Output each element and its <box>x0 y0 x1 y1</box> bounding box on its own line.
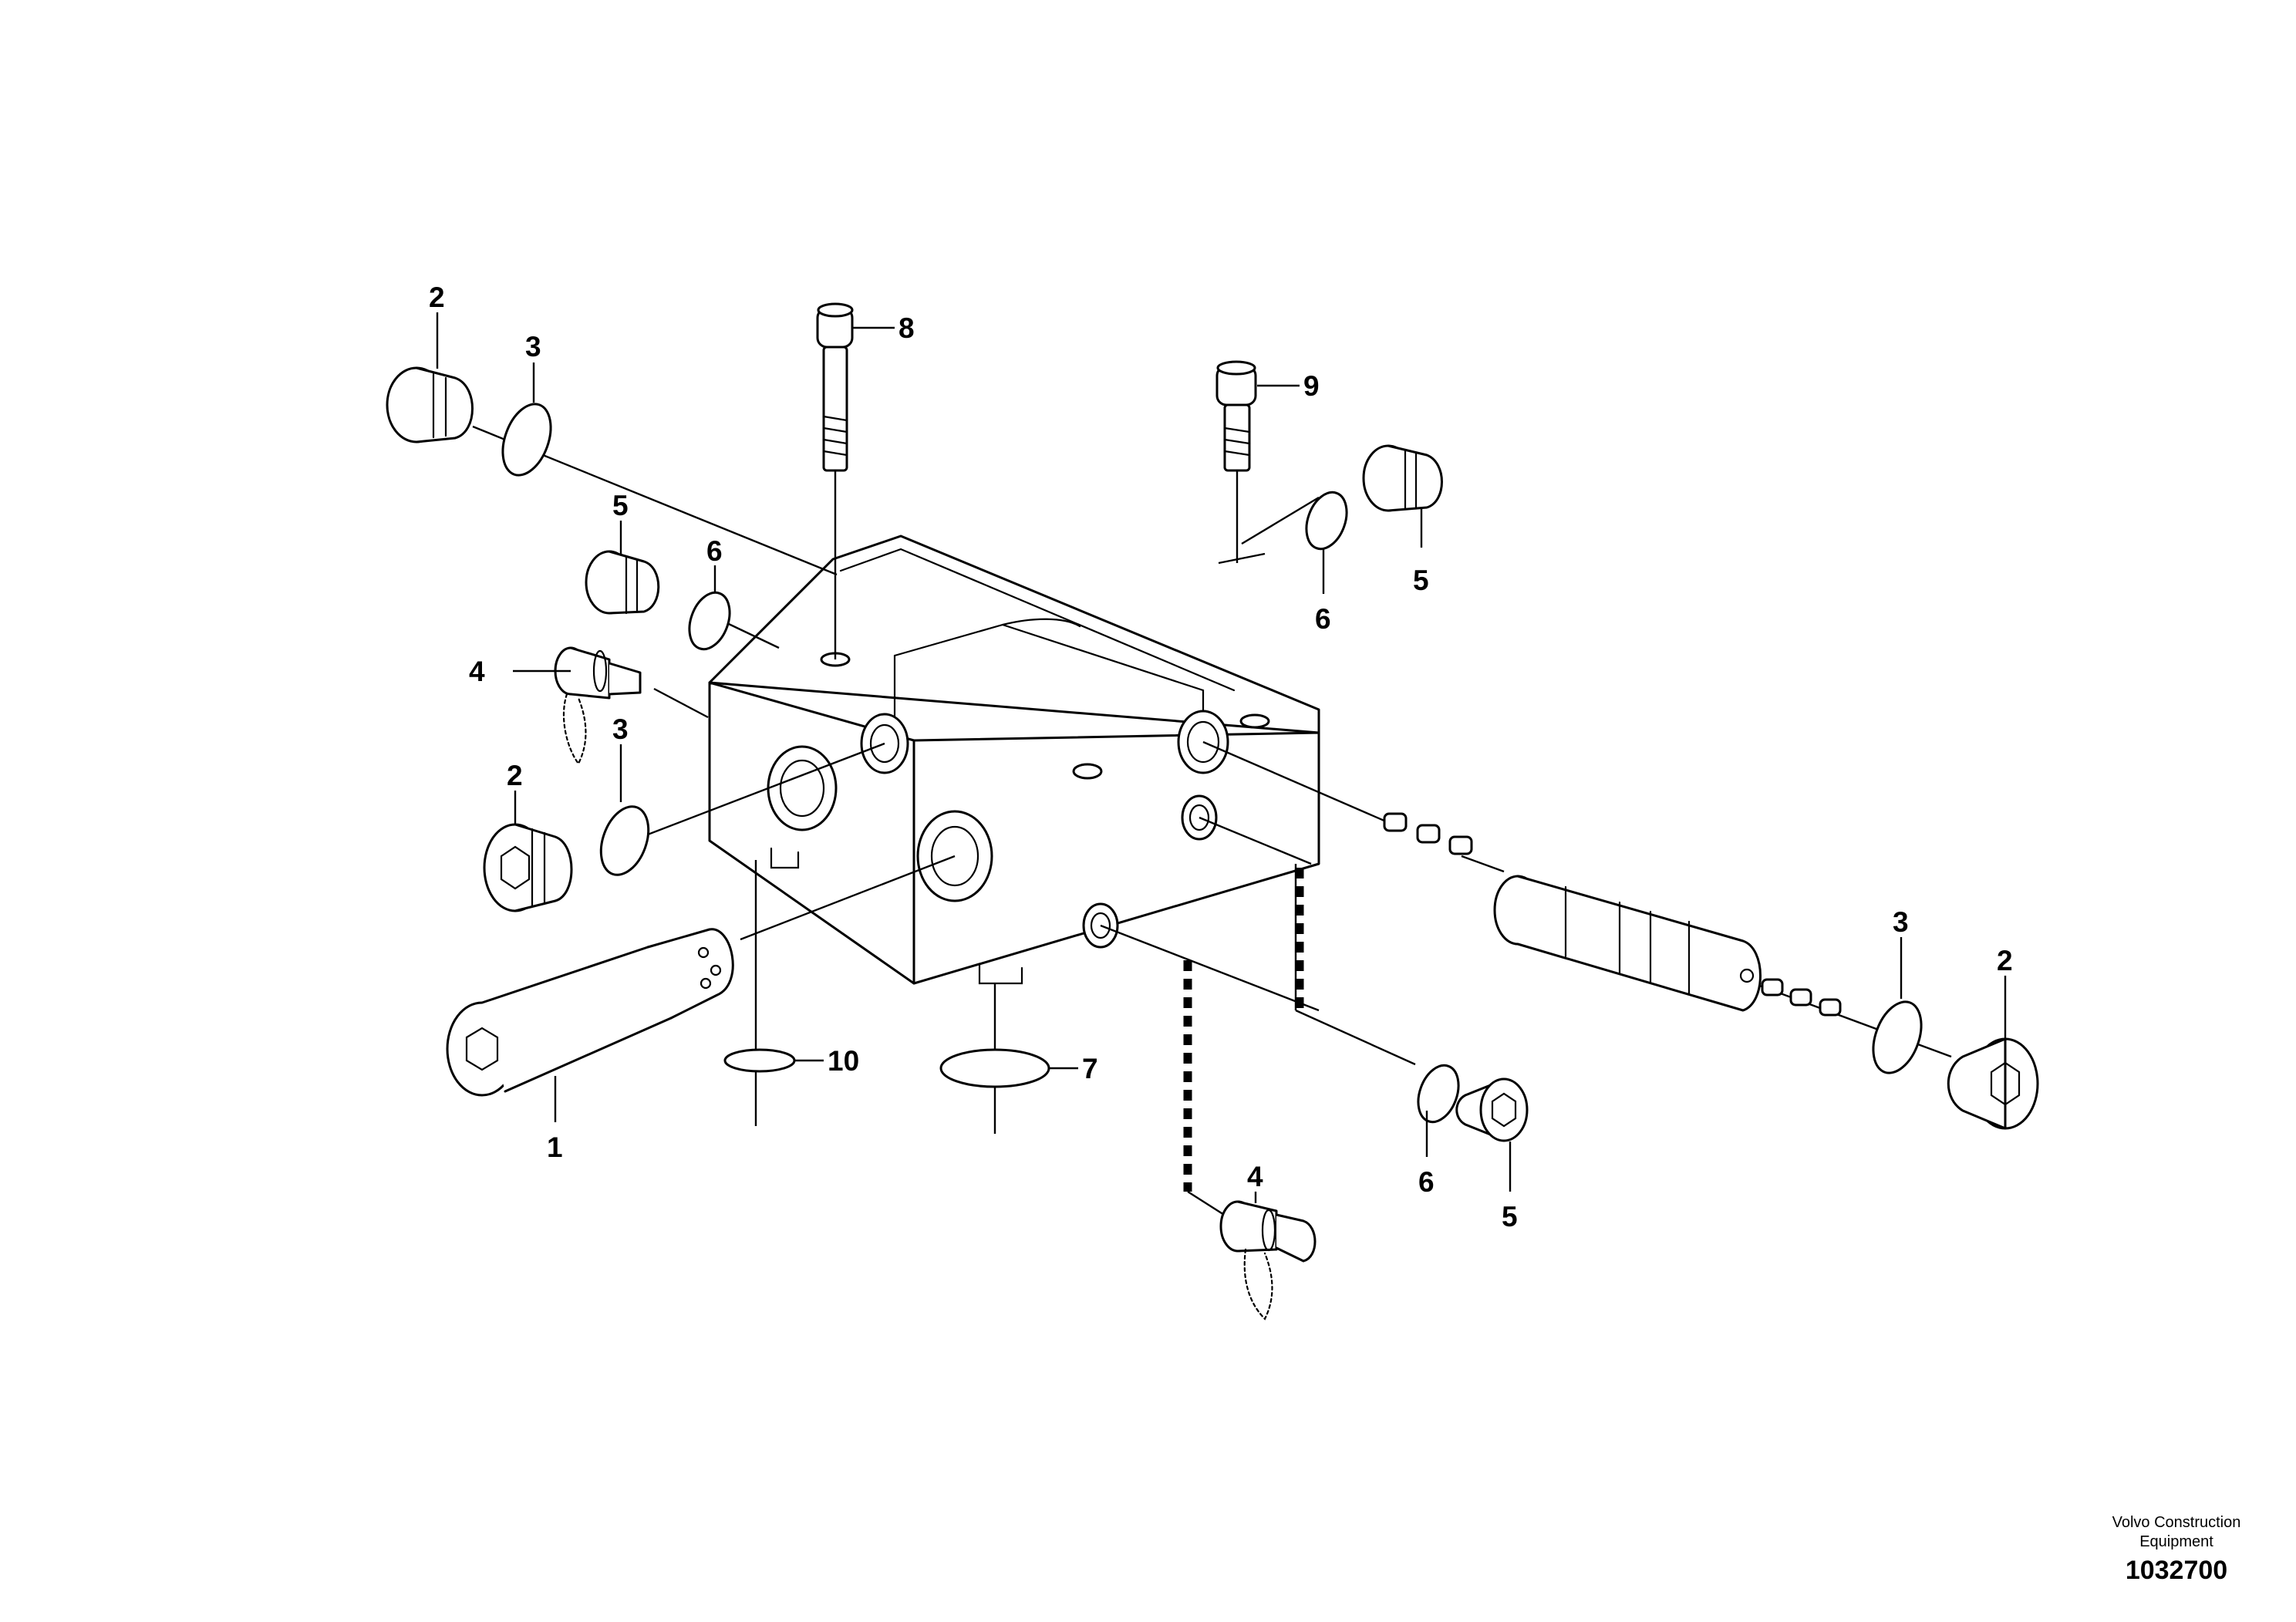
callout-3-mid-left: 3 <box>612 713 629 745</box>
oring-part-3-top-left <box>501 403 552 477</box>
callout-5-top-right: 5 <box>1413 565 1429 596</box>
oring-part-3-right <box>1872 1000 1923 1074</box>
callout-4-bottom: 4 <box>1247 1161 1263 1192</box>
valve-spool <box>1493 875 1762 1012</box>
callout-7: 7 <box>1082 1053 1098 1084</box>
test-coupling-part-4-bottom <box>1219 1200 1317 1320</box>
test-coupling-part-4-left <box>554 646 642 766</box>
oring-part-10 <box>723 1048 796 1073</box>
callout-6-left: 6 <box>706 535 723 567</box>
spring-set-upper <box>1383 812 1473 855</box>
callout-2-mid-left: 2 <box>507 760 523 791</box>
bolt-part-8 <box>816 302 854 472</box>
callout-9: 9 <box>1303 370 1320 402</box>
plug-part-5-top-right <box>1362 444 1443 512</box>
company-name-line2: Equipment <box>2139 1533 2213 1550</box>
company-name-line1: Volvo Construction <box>2112 1514 2241 1531</box>
oring-part-3-mid-left <box>599 805 650 876</box>
callout-3-top-left: 3 <box>525 331 541 363</box>
valve-block <box>708 534 1320 985</box>
oring-part-6-top-right <box>1305 491 1348 551</box>
plug-part-5-lower-right <box>1455 1077 1529 1142</box>
callout-8: 8 <box>899 312 915 344</box>
callout-6-top-right: 6 <box>1315 603 1331 635</box>
oring-part-6-lower-right <box>1417 1064 1460 1124</box>
callout-6-lower-right: 6 <box>1418 1166 1435 1198</box>
plug-part-2-mid-left <box>483 823 573 912</box>
spring-set-lower <box>1761 978 1842 1017</box>
cartridge-part-1 <box>446 928 734 1097</box>
callout-ticks <box>436 312 2007 1203</box>
drawing-number: 1032700 <box>2126 1556 2227 1585</box>
plug-part-2-top-left <box>386 366 474 443</box>
callout-1: 1 <box>547 1131 563 1163</box>
oring-part-7 <box>939 1048 1050 1088</box>
plug-part-2-right <box>1947 1037 2039 1130</box>
callout-2-top-left: 2 <box>429 282 445 313</box>
oring-part-6-left <box>688 591 731 651</box>
callout-5-lower-right: 5 <box>1502 1201 1518 1233</box>
drawing-footer: Volvo Construction Equipment 1032700 <box>2112 1514 2241 1585</box>
callout-10: 10 <box>828 1045 859 1077</box>
plug-part-5-left <box>585 550 660 615</box>
callout-4-left: 4 <box>469 656 485 687</box>
callout-3-right: 3 <box>1893 906 1909 938</box>
leader-lines <box>472 425 1952 1220</box>
bolt-part-9 <box>1215 360 1257 472</box>
callout-2-right: 2 <box>1997 945 2013 976</box>
callout-labels: 2 3 8 9 5 6 5 6 4 3 2 1 10 7 4 3 2 6 5 <box>429 282 2013 1233</box>
callout-5-left: 5 <box>612 490 629 521</box>
